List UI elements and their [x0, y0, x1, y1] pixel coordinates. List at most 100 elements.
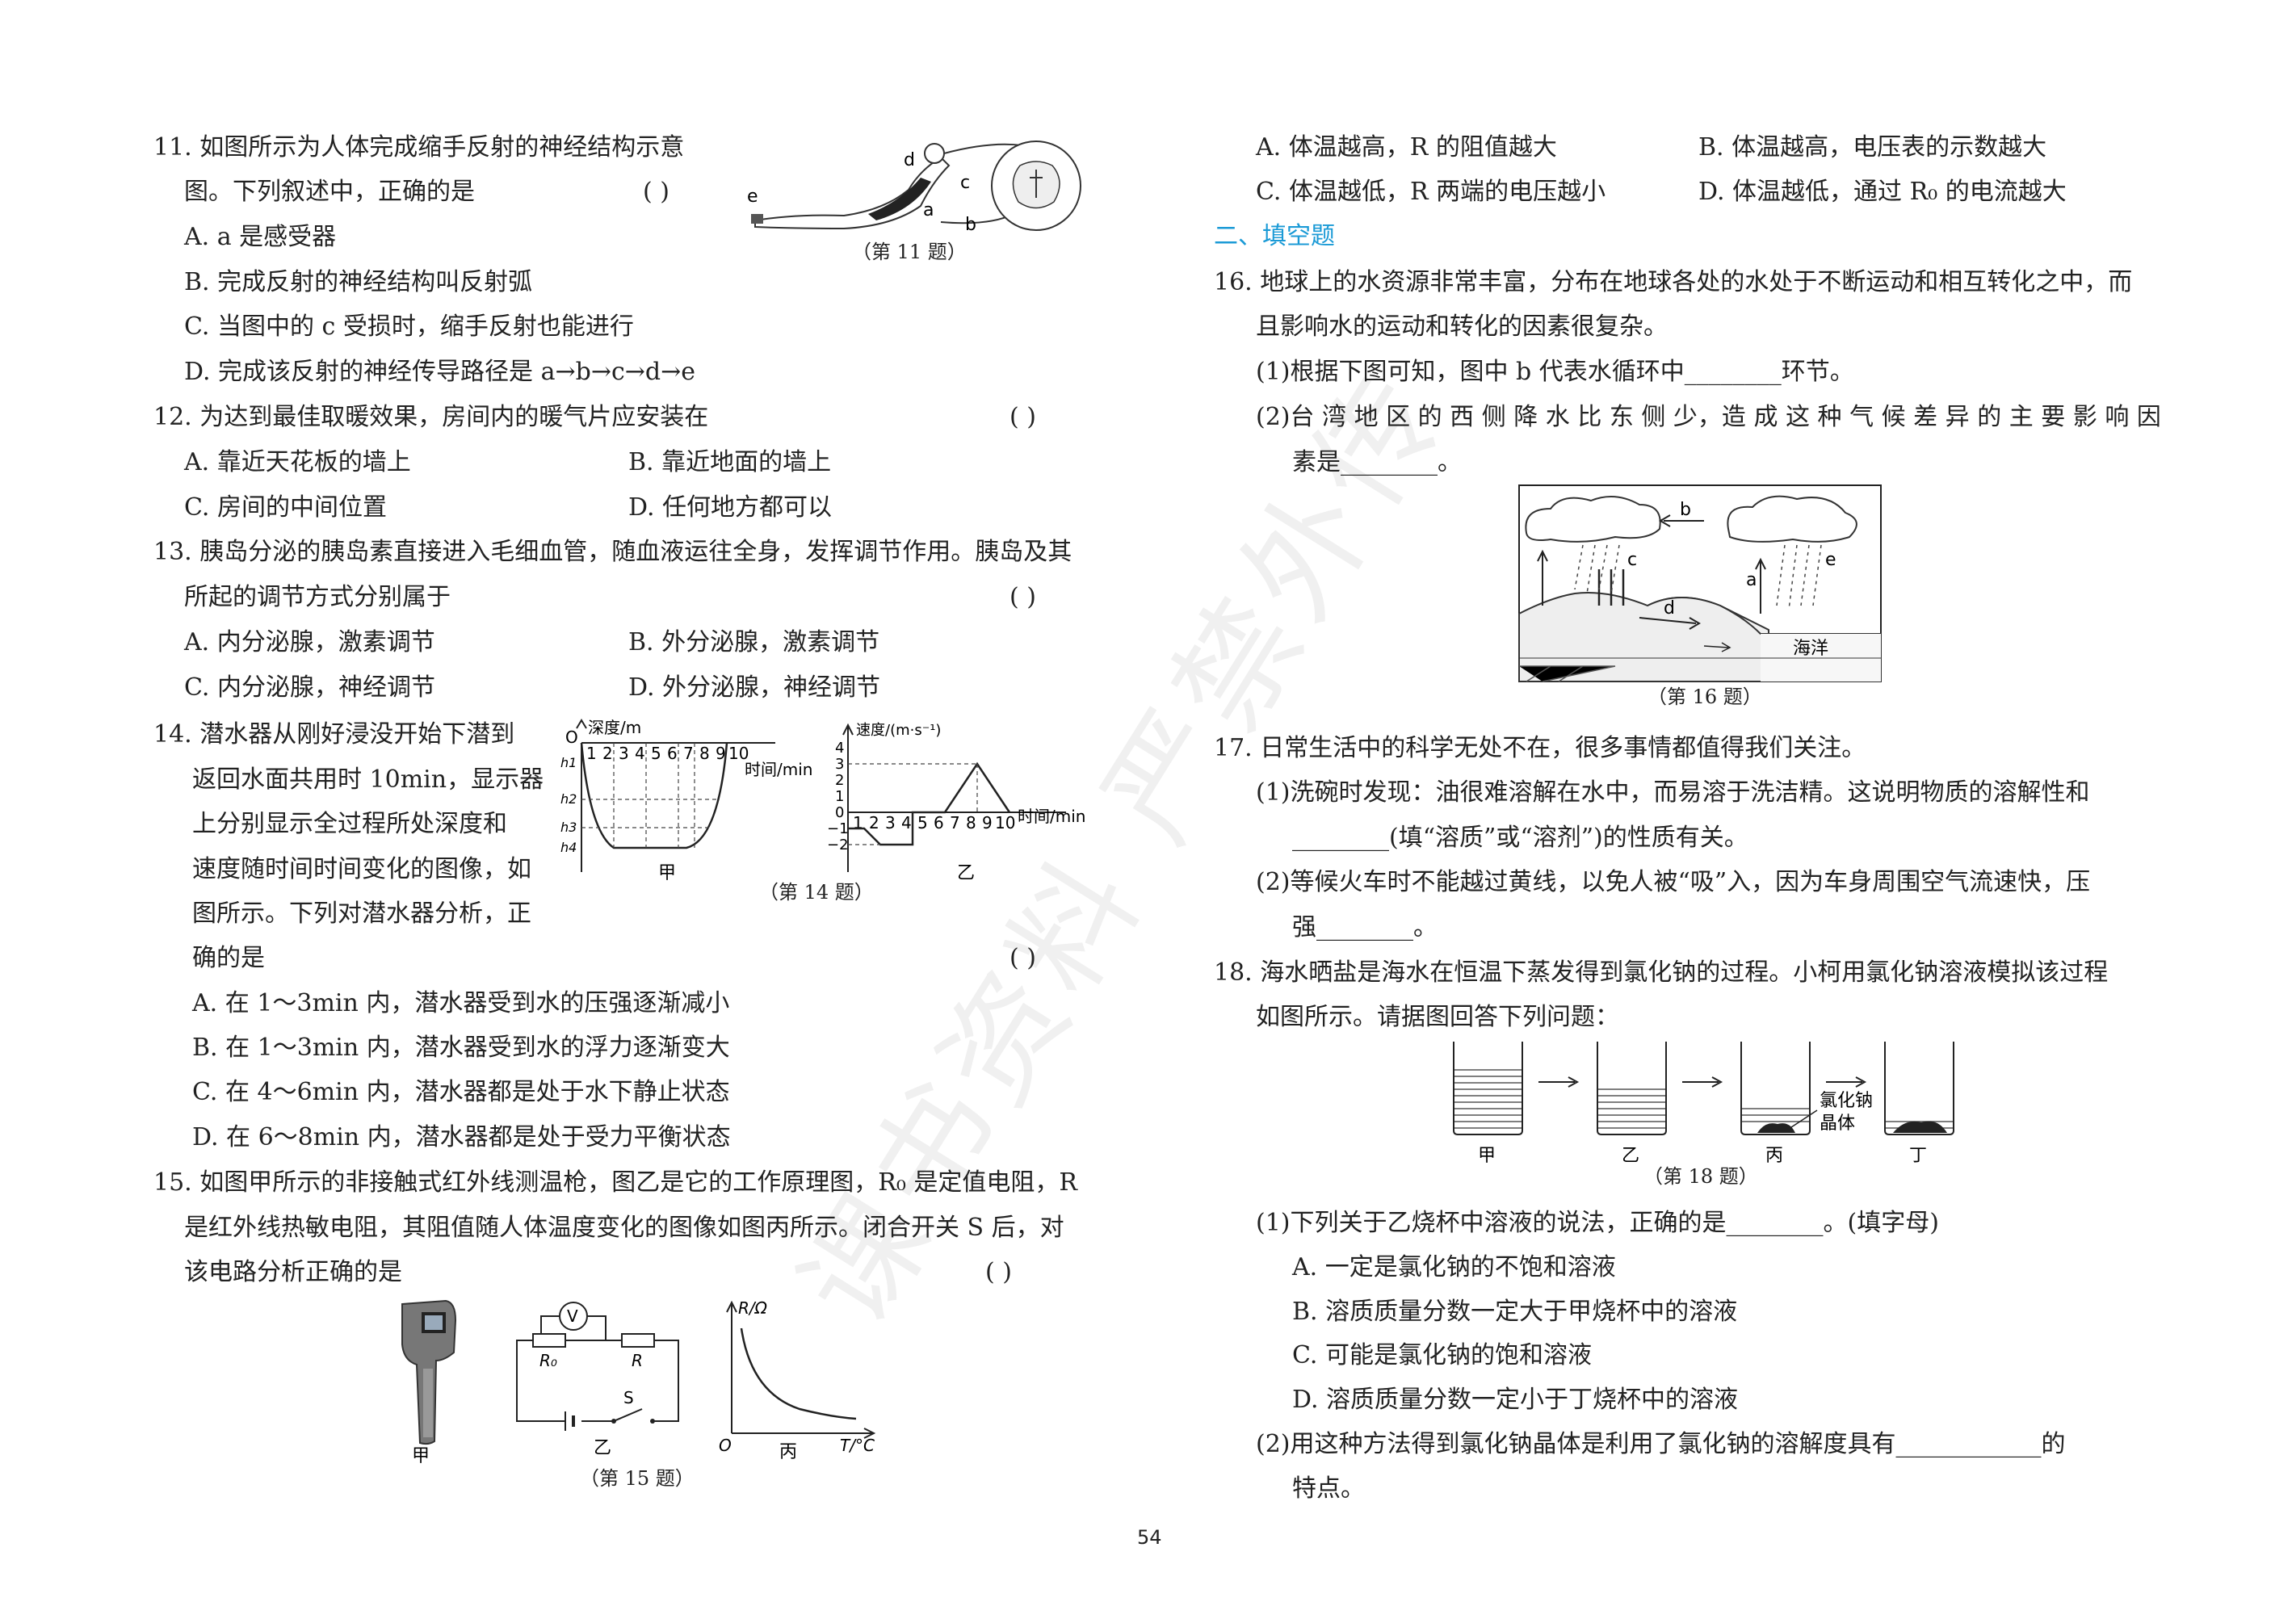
q18-caption: （第 18 题）: [1643, 1165, 1758, 1188]
q13-option-c: C. 内分泌腺，神经调节: [184, 673, 435, 702]
speed-xtick-1: 1: [853, 813, 863, 832]
q11-option-d: D. 完成该反射的神经传导路径是 a→b→c→d→e: [184, 358, 695, 386]
q11-option-a: A. a 是感受器: [184, 223, 337, 251]
q14-stem-line6: 确的是: [192, 944, 265, 972]
q16-sub1: (1)根据下图可知，图中 b 代表水循环中________环节。: [1256, 358, 1854, 386]
reflex-label-b: b: [965, 215, 976, 235]
q14-option-b: B. 在 1～3min 内，潜水器受到水的浮力逐渐变大: [192, 1034, 730, 1062]
q11-answer-paren: ( ): [643, 178, 669, 206]
q15-option-a: A. 体温越高，R 的阻值越大: [1256, 133, 1557, 161]
q16-sub2-line1: (2)台 湾 地 区 的 西 侧 降 水 比 东 侧 少，造 成 这 种 气 候…: [1256, 403, 2161, 431]
reflex-arc-figure: d e c a b: [747, 140, 1081, 235]
q18-sub2-line2: 特点。: [1292, 1474, 1365, 1503]
water-cycle-label-b: b: [1680, 500, 1691, 520]
depth-x-label: 时间/min: [745, 760, 812, 779]
q14-stem-line3: 上分别显示全过程所处深度和: [192, 810, 507, 838]
q15-stem-line2: 是红外线热敏电阻，其阻值随人体温度变化的图像如图丙所示。闭合开关 S 后，对: [184, 1214, 1064, 1242]
q16-caption: （第 16 题）: [1647, 686, 1762, 708]
depth-xtick-6: 6: [667, 744, 678, 763]
q13-option-b: B. 外分泌腺，激素调节: [628, 628, 880, 656]
speed-ytick-3: 3: [835, 756, 844, 773]
speed-xtick-4: 4: [901, 813, 912, 832]
speed-xtick-2: 2: [869, 813, 879, 832]
water-cycle-ocean-label: 海洋: [1793, 639, 1828, 659]
q16-stem-line2: 且影响水的运动和转化的因素很复杂。: [1256, 312, 1668, 341]
speed-chart-name: 乙: [957, 863, 975, 880]
speed-ytick-neg2: −2: [827, 837, 849, 853]
circuit-fig-name: 乙: [594, 1438, 611, 1458]
q11-option-b: B. 完成反射的神经结构叫反射弧: [184, 268, 533, 296]
q18-option-d: D. 溶质质量分数一定小于丁烧杯中的溶液: [1292, 1386, 1739, 1414]
r0-label: R₀: [539, 1351, 557, 1370]
speed-time-chart: 速度/(m·s⁻¹) 时间/min 4 3 2 1 0 −1 −2 1 2 3 …: [827, 722, 1085, 880]
water-cycle-label-d: d: [1664, 598, 1675, 619]
q12-option-a: A. 靠近天花板的墙上: [184, 448, 411, 476]
graph-x-label: T/°C: [840, 1436, 875, 1455]
reflex-label-c: c: [960, 173, 970, 193]
q12-stem: 12. 为达到最佳取暖效果，房间内的暖气片应安装在: [153, 403, 709, 431]
speed-ytick-4: 4: [835, 740, 844, 757]
speed-ytick-0: 0: [835, 804, 844, 821]
speed-xtick-3: 3: [885, 813, 896, 832]
q14-stem-line2: 返回水面共用时 10min，显示器: [192, 765, 544, 794]
depth-xtick-3: 3: [619, 744, 629, 763]
graph-origin: O: [719, 1436, 732, 1455]
depth-origin: O: [565, 728, 578, 747]
water-cycle-label-a: a: [1746, 570, 1757, 590]
circuit-diagram: V R₀ R S 乙: [516, 1302, 679, 1458]
q13-stem-line1: 13. 胰岛分泌的胰岛素直接进入毛细血管，随血液运往全身，发挥调节作用。胰岛及其: [153, 538, 1072, 566]
speed-xtick-5: 5: [917, 813, 928, 832]
q12-option-b: B. 靠近地面的墙上: [628, 448, 832, 476]
depth-chart-name: 甲: [658, 863, 676, 880]
q15-stem-line1: 15. 如图甲所示的非接触式红外线测温枪，图乙是它的工作原理图，R₀ 是定值电阻…: [153, 1168, 1077, 1197]
q13-stem-line2: 所起的调节方式分别属于: [184, 583, 451, 611]
depth-xtick-2: 2: [602, 744, 613, 763]
q14-option-c: C. 在 4～6min 内，潜水器都是处于水下静止状态: [192, 1078, 730, 1106]
depth-ytick-h3: h3: [560, 820, 577, 835]
q18-sub1: (1)下列关于乙烧杯中溶液的说法，正确的是________。(填字母): [1256, 1209, 1939, 1237]
speed-x-label: 时间/min: [1018, 807, 1085, 826]
q15-answer-paren: ( ): [985, 1258, 1012, 1286]
depth-ytick-h1: h1: [560, 755, 577, 770]
resistance-temperature-graph: R/Ω O T/°C 丙: [719, 1298, 876, 1462]
speed-xtick-7: 7: [950, 813, 960, 832]
page-number: 54: [1137, 1526, 1162, 1549]
beaker-evaporation-figure: 氯化钠 晶体 甲 乙 丙 丁: [1453, 1042, 1954, 1166]
speed-xtick-6: 6: [934, 813, 944, 832]
q11-stem-line1: 11. 如图所示为人体完成缩手反射的神经结构示意: [153, 133, 685, 161]
crystal-label-line1: 氯化钠: [1820, 1091, 1873, 1111]
speed-ytick-1: 1: [835, 788, 844, 805]
depth-ytick-h2: h2: [560, 791, 577, 807]
speed-xtick-9: 9: [982, 813, 993, 832]
crystal-label-line2: 晶体: [1820, 1113, 1855, 1134]
q14-option-a: A. 在 1～3min 内，潜水器受到水的压强逐渐减小: [192, 989, 730, 1017]
q15-option-b: B. 体温越高，电压表的示数越大: [1698, 133, 2047, 161]
water-cycle-figure: b c a e d 海洋: [1518, 484, 1882, 682]
depth-xtick-9: 9: [716, 744, 726, 763]
depth-axis-label: 深度/m: [588, 719, 641, 737]
depth-xtick-4: 4: [635, 744, 645, 763]
q15-caption: （第 15 题）: [580, 1467, 695, 1490]
depth-xtick-5: 5: [651, 744, 661, 763]
q17-sub2-line2: 强________。: [1292, 913, 1438, 942]
reflex-label-d: d: [904, 150, 915, 170]
water-cycle-label-e: e: [1825, 550, 1836, 570]
beaker-label-bing: 丙: [1765, 1146, 1783, 1166]
q16-sub2-line2: 素是________。: [1292, 448, 1462, 476]
q11-stem-line2: 图。下列叙述中，正确的是: [184, 178, 475, 206]
speed-ytick-2: 2: [835, 772, 844, 789]
q18-stem-line1: 18. 海水晒盐是海水在恒温下蒸发得到氯化钠的过程。小柯用氯化钠溶液模拟该过程: [1214, 958, 2109, 987]
q15-stem-line3: 该电路分析正确的是: [184, 1258, 402, 1286]
voltmeter-symbol: V: [567, 1306, 578, 1326]
beaker-label-yi: 乙: [1622, 1146, 1639, 1166]
depth-ytick-h4: h4: [560, 840, 577, 855]
q11-option-c: C. 当图中的 c 受损时，缩手反射也能进行: [184, 312, 634, 341]
q14-stem-line5: 图所示。下列对潜水器分析，正: [192, 900, 531, 928]
section-heading-fill-in: 二、填空题: [1214, 222, 1335, 250]
reflex-label-e: e: [747, 187, 758, 207]
beaker-label-jia: 甲: [1478, 1146, 1496, 1166]
depth-xtick-8: 8: [699, 744, 710, 763]
speed-axis-label: 速度/(m·s⁻¹): [856, 722, 941, 739]
speed-xtick-10: 10: [995, 813, 1015, 832]
water-cycle-label-c: c: [1627, 550, 1637, 570]
